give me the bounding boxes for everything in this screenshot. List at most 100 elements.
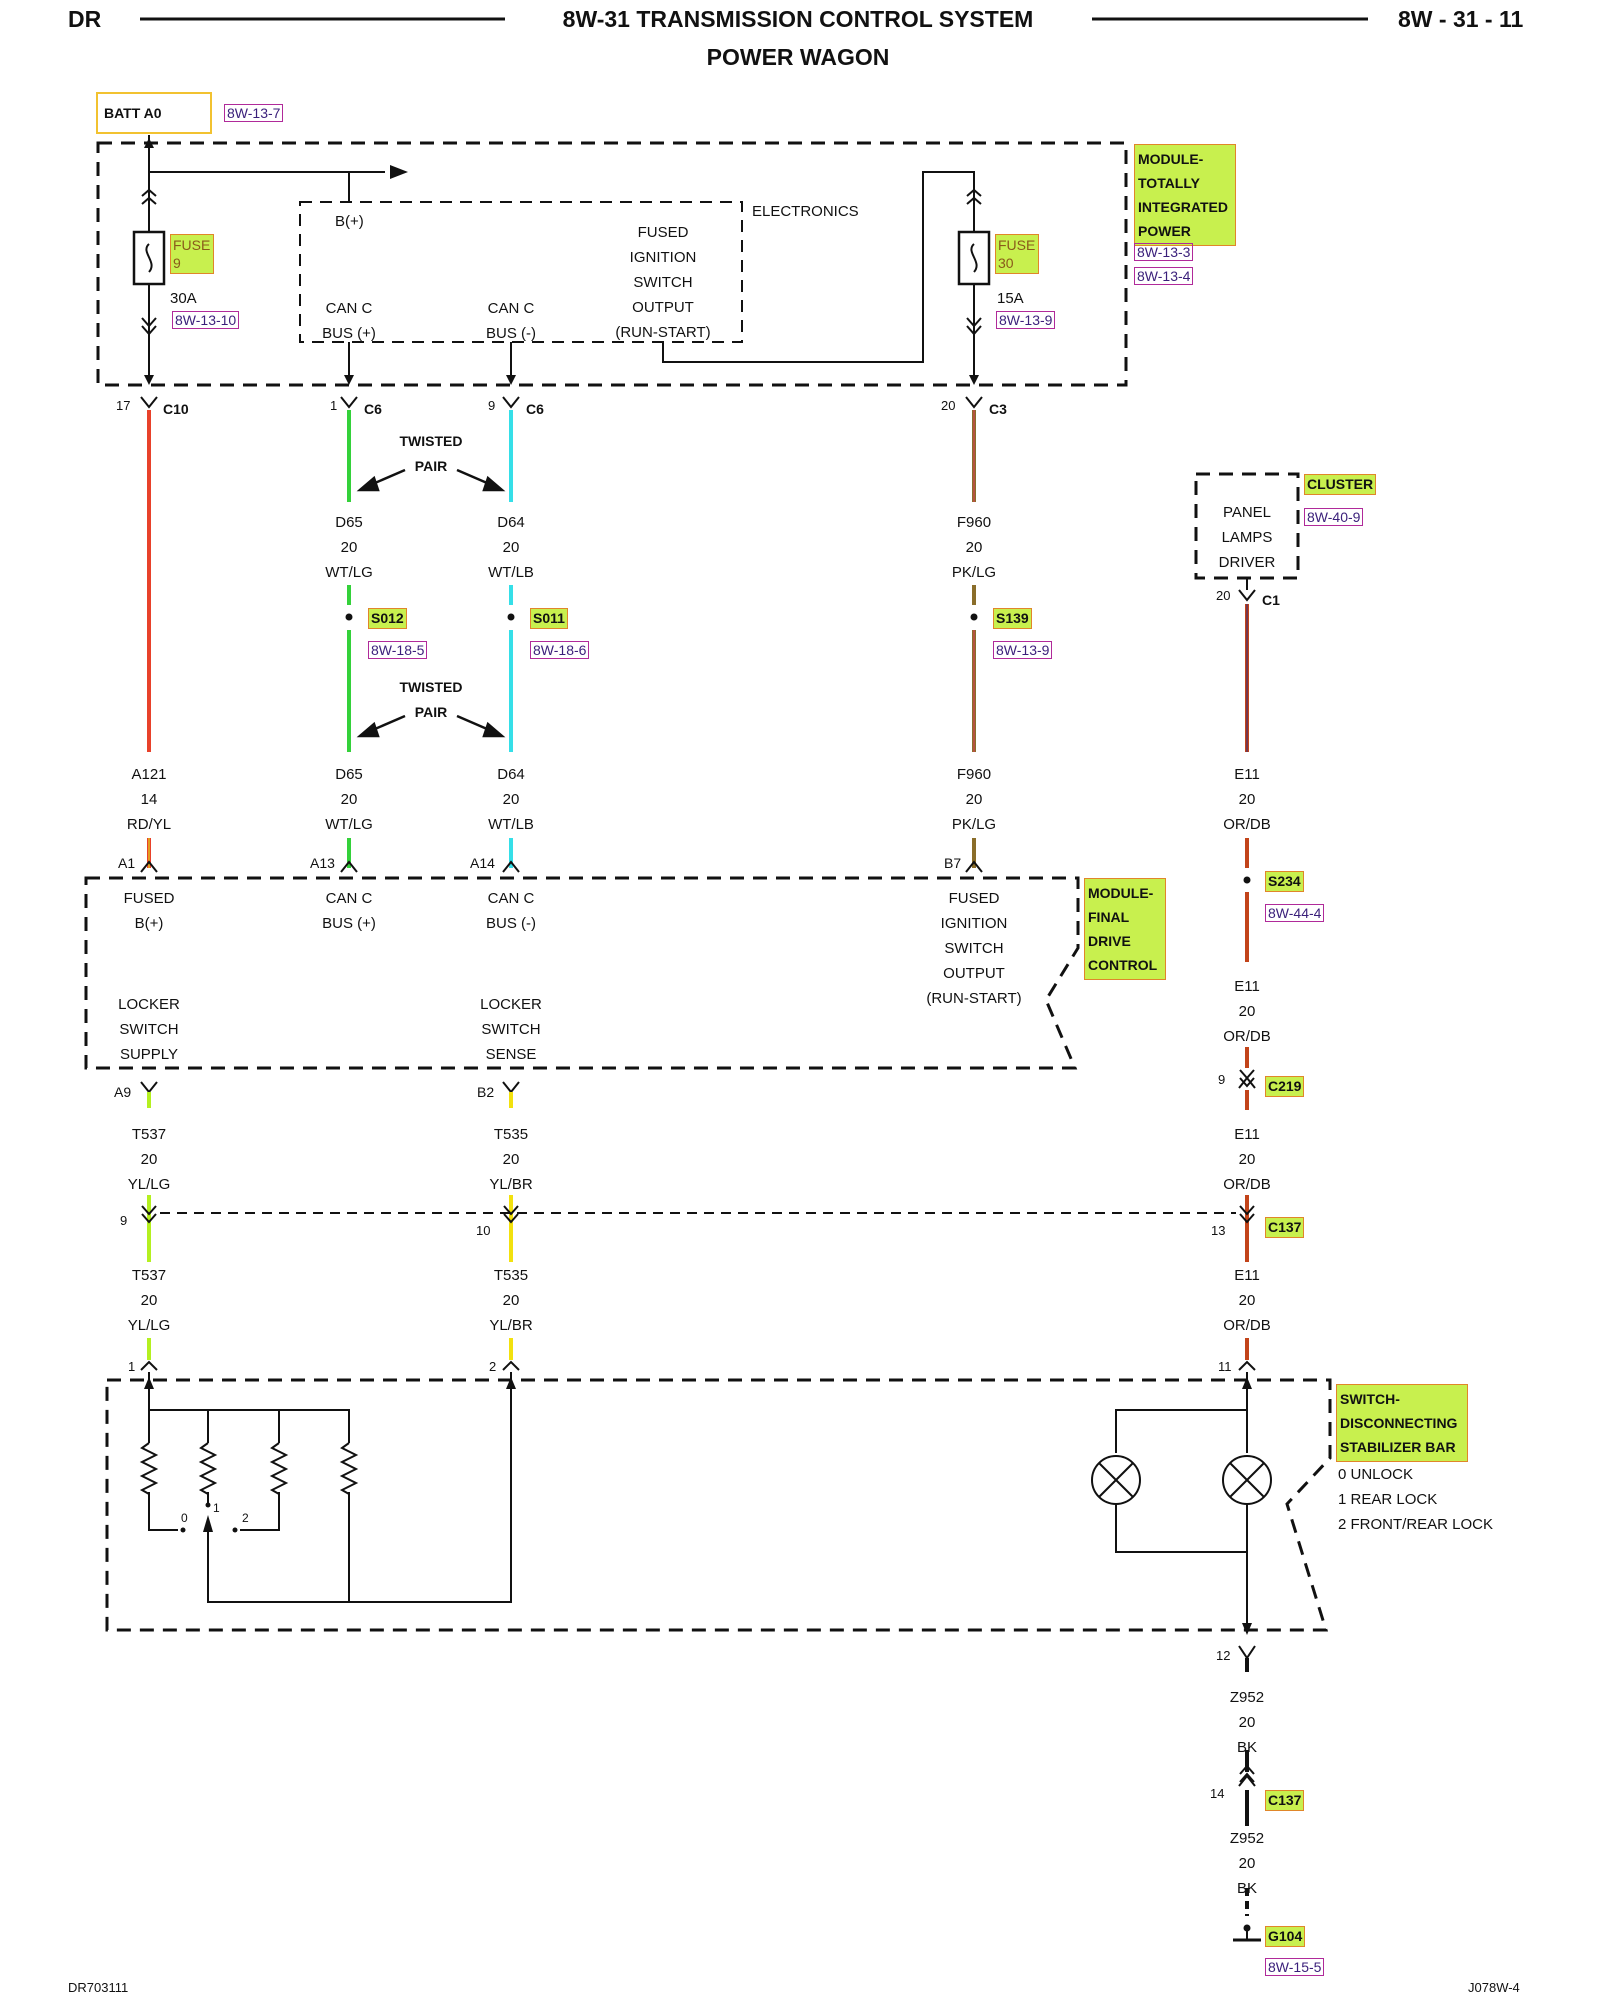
fdcm-pin-a13: A13: [310, 855, 335, 871]
fuse-9-ref[interactable]: 8W-13-10: [172, 311, 240, 329]
c6-connector-a: C6: [364, 401, 382, 417]
switch-module-label: SWITCH- DISCONNECTING STABILIZER BAR: [1336, 1384, 1468, 1462]
twisted-pair-label-2: TWISTED PAIR: [399, 679, 463, 720]
fdcm-can-minus: CAN C BUS (-): [486, 890, 536, 932]
cluster-label: CLUSTER: [1304, 474, 1377, 495]
splice-s011-ref[interactable]: 8W-18-6: [530, 641, 590, 659]
c6-connector-b: C6: [526, 401, 544, 417]
splice-s012-label: S012: [368, 608, 407, 629]
footer-left: DR703111: [68, 1980, 129, 1995]
c137-lower-connector: C137: [1265, 1790, 1305, 1811]
twisted-pair-label-1: TWISTED PAIR: [399, 433, 463, 474]
batt-a0-box: BATT A0: [96, 92, 212, 134]
splice-s139-ref[interactable]: 8W-13-9: [993, 641, 1053, 659]
footer-right: J078W-4: [1468, 1980, 1520, 1995]
switch-lamps: [1091, 1372, 1272, 1630]
fuse-9-label: FUSE 9: [170, 234, 214, 274]
tipm-enclosure: [96, 141, 1128, 387]
splice-s139: [970, 613, 978, 621]
fdcm-pin-a1: A1: [118, 855, 136, 871]
c137-pin-9: 9: [120, 1213, 128, 1228]
switch-pin-11: 11: [1218, 1359, 1232, 1374]
c219-pin: 9: [1218, 1072, 1226, 1087]
ground-g104-ref[interactable]: 8W-15-5: [1265, 1958, 1325, 1976]
switch-pin-1: 1: [128, 1359, 136, 1374]
switch-enclosure: [105, 1378, 1332, 1632]
splice-s012: [345, 613, 353, 621]
c10-connector: C10: [163, 401, 189, 417]
c137-pin-10: 10: [476, 1223, 491, 1238]
fdcm-pin-b2: B2: [477, 1084, 495, 1100]
fdcm-locker-supply: LOCKER SWITCH SUPPLY: [118, 996, 180, 1063]
ground-g104-label: G104: [1265, 1926, 1306, 1947]
page-title: 8W-31 TRANSMISSION CONTROL SYSTEM: [562, 6, 1034, 32]
page-number: 8W - 31 - 11: [1398, 6, 1524, 32]
splice-s139-label: S139: [993, 608, 1032, 629]
splice-s011: [507, 613, 515, 621]
fdcm-fused-ign: FUSED IGNITION SWITCH OUTPUT (RUN-START): [926, 890, 1022, 1007]
c137-pin-13: 13: [1211, 1223, 1226, 1238]
switch-position-2: 2: [242, 1511, 249, 1525]
splice-s011-label: S011: [530, 608, 568, 629]
tipm-fused-ign: FUSED IGNITION SWITCH OUTPUT (RUN-START): [615, 224, 711, 341]
page-subtitle: POWER WAGON: [706, 44, 890, 70]
splice-s012-ref[interactable]: 8W-18-5: [368, 641, 428, 659]
tipm-can-plus: CAN C BUS (+): [322, 300, 376, 342]
fdcm-pin-a14: A14: [470, 855, 495, 871]
fuse-30-label: FUSE 30: [995, 234, 1039, 274]
splice-s234-ref[interactable]: 8W-44-4: [1265, 904, 1325, 922]
fdcm-locker-sense: LOCKER SWITCH SENSE: [480, 996, 542, 1063]
c3-pin: 20: [941, 398, 956, 413]
fdcm-can-plus: CAN C BUS (+): [322, 890, 376, 932]
c1-connector: C1: [1262, 592, 1280, 608]
fuse-30-ref[interactable]: 8W-13-9: [996, 311, 1056, 329]
splice-s234-label: S234: [1265, 871, 1304, 892]
batt-a0-label: BATT A0: [104, 105, 162, 121]
c6-pin-1: 1: [330, 398, 338, 413]
tipm-ref-1[interactable]: 8W-13-3: [1134, 243, 1194, 261]
tipm-can-minus: CAN C BUS (-): [486, 300, 536, 342]
batt-ref[interactable]: 8W-13-7: [224, 104, 284, 122]
tipm-bplus-label: B(+): [335, 213, 364, 230]
switch-position-0: 0: [181, 1511, 188, 1525]
fuse-30-amp: 15A: [997, 290, 1024, 307]
c137-lower-pin: 14: [1210, 1786, 1225, 1801]
splice-s234: [1243, 876, 1251, 884]
electronics-box: [299, 201, 743, 343]
header-left: DR: [68, 6, 102, 32]
tipm-ref-2[interactable]: 8W-13-4: [1134, 267, 1194, 285]
cluster-text: PANEL LAMPS DRIVER: [1218, 504, 1276, 571]
c137-connector: C137: [1265, 1217, 1305, 1238]
switch-resistor-network: [139, 1372, 512, 1603]
tipm-module-label: MODULE- TOTALLY INTEGRATED POWER: [1134, 144, 1236, 246]
c3-connector: C3: [989, 401, 1007, 417]
c10-pin: 17: [116, 398, 131, 413]
fdcm-module-label: MODULE- FINAL DRIVE CONTROL: [1084, 878, 1166, 980]
c6-pin-9: 9: [488, 398, 496, 413]
fdcm-fused-b: FUSED B(+): [123, 890, 175, 932]
cluster-ref[interactable]: 8W-40-9: [1304, 508, 1364, 526]
c1-pin: 20: [1216, 588, 1231, 603]
electronics-label: ELECTRONICS: [752, 203, 859, 220]
switch-pin-12: 12: [1216, 1648, 1231, 1663]
fdcm-enclosure: [84, 876, 1080, 1070]
c219-connector: C219: [1265, 1076, 1305, 1097]
switch-pin-2: 2: [489, 1359, 497, 1374]
